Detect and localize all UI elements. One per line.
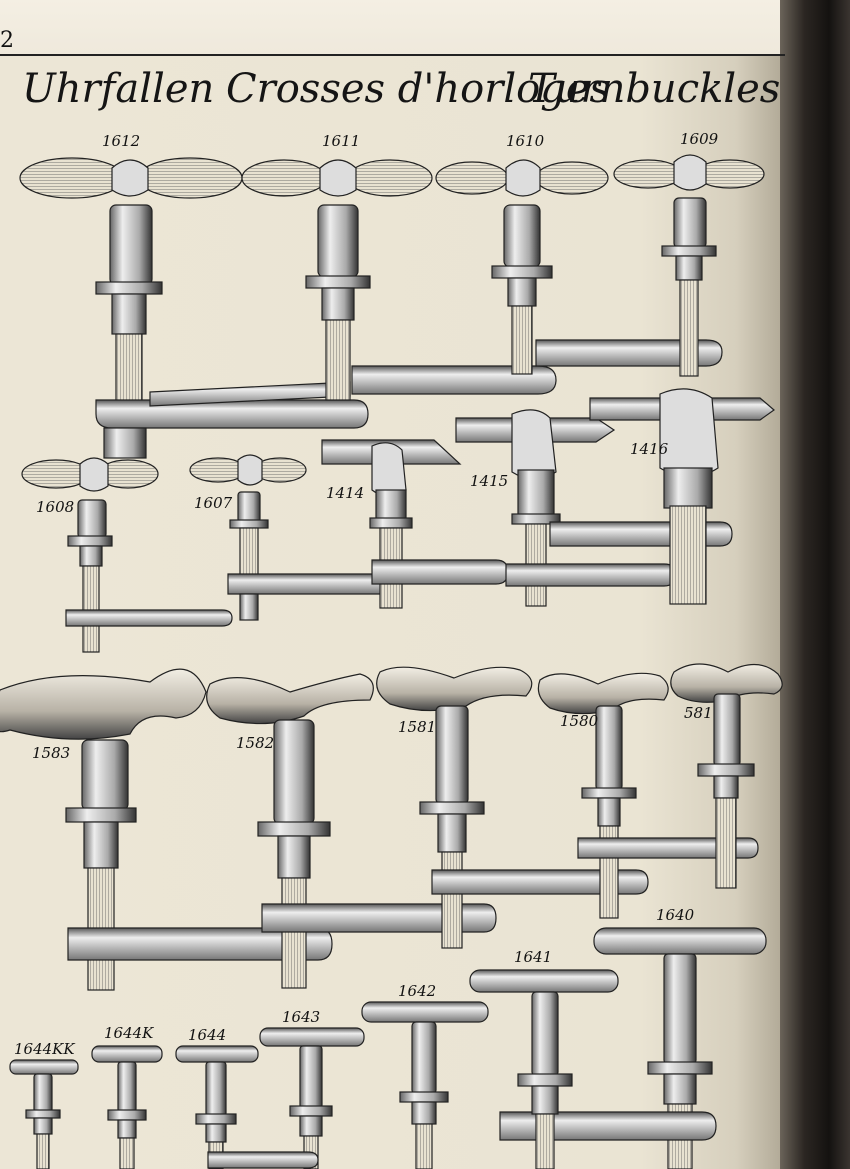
turnbuckle-1582	[206, 673, 497, 989]
turnbuckle-1416	[589, 388, 775, 605]
item-number-1580: 1580	[560, 712, 599, 730]
item-number-1612: 1612	[102, 132, 141, 150]
turnbuckle-1643	[259, 1027, 365, 1169]
heading-german: Uhrfallen	[22, 66, 215, 112]
turnbuckle-1640	[499, 927, 767, 1169]
item-number-1610: 1610	[506, 132, 545, 150]
item-number-1611: 1611	[322, 132, 361, 150]
item-number-1583: 1583	[32, 744, 71, 762]
item-number-1581: 1581	[398, 718, 437, 736]
item-number-1608: 1608	[36, 498, 75, 516]
turnbuckle-1644KK	[9, 1059, 79, 1169]
turnbuckle-1644K	[91, 1045, 163, 1169]
item-number-1644K: 1644K	[104, 1024, 154, 1042]
turnbuckle-1608	[21, 457, 233, 653]
item-number-1416: 1416	[630, 440, 669, 458]
item-number-1415: 1415	[470, 472, 509, 490]
heading-french: Crosses d'horloges	[226, 66, 611, 112]
turnbuckle-1581	[376, 666, 649, 949]
item-number-1607: 1607	[194, 494, 233, 512]
turnbuckle-1611	[241, 159, 557, 401]
turnbuckle-581	[670, 663, 783, 889]
item-number-1414: 1414	[326, 484, 365, 502]
item-number-1640: 1640	[656, 906, 695, 924]
item-number-581: 581	[684, 704, 713, 722]
turnbuckle-1610	[435, 159, 723, 375]
turnbuckle-1644	[175, 1045, 319, 1169]
turnbuckle-1642	[361, 1001, 489, 1169]
item-number-1643: 1643	[282, 1008, 321, 1026]
page-number: 2	[0, 28, 14, 53]
heading-english: Turnbuckles	[528, 66, 781, 112]
turnbuckle-1583	[0, 668, 333, 991]
item-number-1644: 1644	[188, 1026, 227, 1044]
turnbuckle-1580	[537, 672, 759, 919]
item-number-1609: 1609	[680, 130, 719, 148]
turnbuckle-1609	[613, 154, 765, 377]
book-spine	[780, 0, 850, 1169]
item-number-1641: 1641	[514, 948, 553, 966]
item-number-1644KK: 1644KK	[14, 1040, 75, 1058]
turnbuckle-1612	[19, 157, 369, 459]
turnbuckle-1607	[189, 454, 397, 621]
page-header-strip	[0, 0, 790, 54]
turnbuckle-1641	[469, 969, 619, 1169]
item-number-1642: 1642	[398, 982, 437, 1000]
header-rule	[0, 54, 785, 56]
item-number-1582: 1582	[236, 734, 275, 752]
turnbuckle-1414	[321, 439, 509, 609]
